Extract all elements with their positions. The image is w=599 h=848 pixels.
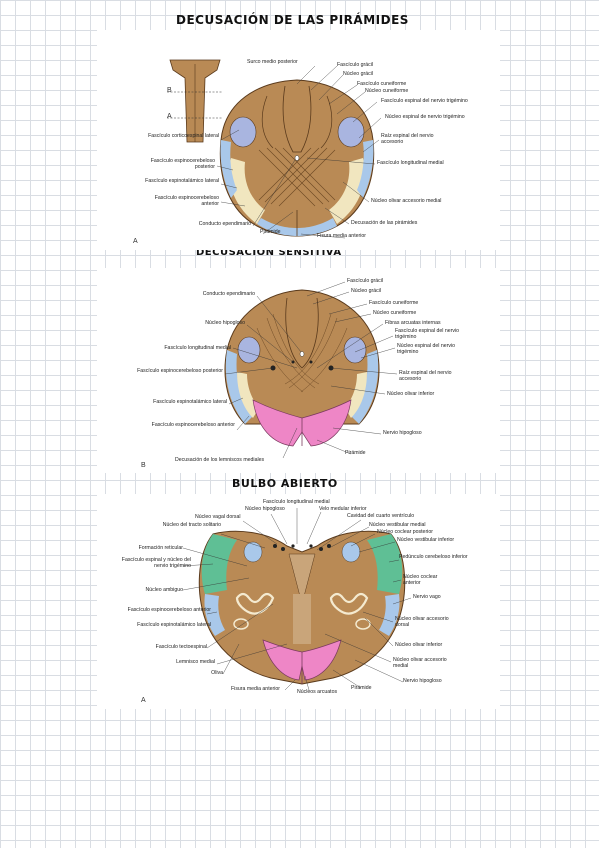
- label-fisura-media-anterior: Fisura media anterior: [317, 233, 367, 239]
- title-decusacion-sensitiva: DECUSACIÓN SENSITIVA: [196, 247, 342, 258]
- label-nucleo-vestibular-inferior: Núcleo vestibular inferior: [397, 537, 455, 543]
- label-fasciculo-espinotalamico-lateral-3: Fascículo espinotalámico lateral: [137, 622, 211, 628]
- label-fasciculo-espinotalamico-lateral: Fascículo espinotalámico lateral: [145, 178, 219, 184]
- label-fasciculo-gracil-2: Fascículo grácil: [347, 278, 384, 284]
- label-fasciculo-cuneiforme: Fascículo cuneiforme: [357, 81, 407, 87]
- label-nervio-hipogloso-3: Nervio hipogloso: [403, 678, 442, 684]
- label-nucleo-hipogloso-2: Núcleo hipogloso: [205, 320, 245, 326]
- label-fasciculo-longitudinal-medial-2: Fascículo longitudinal medial: [164, 345, 231, 351]
- label-nucleo-olivar-accesorio-medial: Núcleo olivar accesorio medial: [371, 198, 442, 204]
- label-nucleo-olivar-accesorio-dorsal: Núcleo olivar accesorio dorsal: [395, 616, 449, 628]
- label-nucleo-ambiguo: Núcleo ambiguo: [145, 587, 184, 593]
- leader-lines-2: [224, 281, 398, 459]
- label-fasciculo-corticoespinal-lateral: Fascículo corticoespinal lateral: [148, 133, 219, 139]
- label-nucleo-gracil: Núcleo grácil: [343, 71, 373, 77]
- leader-lines-1: [216, 65, 382, 239]
- medulla-section-diagram-1: [167, 59, 382, 239]
- label-fasciculo-espinotalamico-lateral-2: Fascículo espinotalámico lateral: [153, 399, 227, 405]
- label-nervio-vago: Nervio vago: [413, 594, 441, 600]
- label-pedunculo-cerebeloso-inferior: Pedúnculo cerebeloso inferior: [399, 554, 468, 560]
- label-conducto-ependimario: Conducto ependimario: [198, 221, 251, 227]
- label-nucleo-olivar-accesorio-medial-3: Núcleo olivar accesorio medial: [393, 657, 447, 669]
- label-decusacion-lemniscos-mediales: Decusación de los lemniscos mediales: [175, 457, 265, 463]
- label-formacion-reticular: Formación reticular: [138, 545, 183, 551]
- label-raiz-espinal-accesorio: Raíz espinal del nervio accesorio: [381, 133, 434, 145]
- label-piramide-2: Pirámide: [345, 450, 366, 456]
- label-fasciculo-espinal-nucleo-trigemino: Fascículo espinal y núcleo del nervio tr…: [121, 557, 191, 569]
- label-fasciculo-espinocerebeloso-anterior: Fascículo espinocerebeloso anterior: [154, 195, 219, 207]
- label-nucleo-espinal-trigemino-2: Núcleo espinal del nervio trigémino: [397, 343, 455, 355]
- label-nucleo-espinal-trigemino: Núcleo espinal de nervio trigémino: [385, 114, 465, 120]
- inset-letter-a: A: [167, 113, 172, 120]
- label-raiz-espinal-accesorio-2: Raíz espinal del nervio accesorio: [399, 370, 452, 382]
- label-fasciculo-espinocerebeloso-posterior-2: Fascículo espinocerebeloso posterior: [137, 368, 223, 374]
- label-fasciculo-espinal-trigemino: Fascículo espinal del nervio trigémino: [381, 98, 468, 104]
- label-fasciculo-gracil: Fascículo grácil: [337, 62, 374, 68]
- label-nucleo-cuneiforme: Núcleo cuneiforme: [365, 88, 409, 94]
- label-nervio-hipogloso-2: Nervio hipogloso: [383, 430, 422, 436]
- panel-letter-1: A: [133, 238, 138, 245]
- label-decusacion-piramides: Decusación de las pirámides: [351, 220, 418, 226]
- label-nucleo-coclear-posterior: Núcleo coclear posterior: [377, 529, 433, 535]
- medulla-section-diagram-2: [224, 281, 398, 459]
- medulla-section-diagram-3: [182, 508, 412, 691]
- label-nucleo-tracto-solitario: Núcleo del tracto solitario: [162, 522, 221, 528]
- label-oliva: Oliva: [211, 670, 223, 676]
- panel-letter-2: B: [141, 462, 146, 469]
- panel-letter-3: A: [141, 697, 146, 704]
- label-piramide-3: Pirámide: [351, 685, 372, 691]
- brainstem-inset: [167, 59, 223, 143]
- label-nucleo-gracil-2: Núcleo grácil: [351, 288, 381, 294]
- figure-panel-decusacion-sensitiva: Fascículo grácil Núcleo grácil Conducto …: [97, 268, 500, 473]
- figure-panel-decusacion-piramides: Surco medio posterior Fascículo grácil N…: [97, 30, 500, 250]
- label-fasciculo-espinocerebeloso-anterior-3: Fascículo espinocerebeloso anterior: [127, 607, 211, 613]
- label-nucleos-arcuatos: Núcleos arcuatos: [297, 689, 338, 695]
- title-decusacion-piramides: DECUSACIÓN DE LAS PIRÁMIDES: [176, 13, 409, 27]
- label-nucleo-olivar-inferior-2: Núcleo olivar inferior: [387, 391, 435, 397]
- label-cavidad-cuarto-ventriculo: Cavidad del cuarto ventrículo: [347, 513, 415, 519]
- label-fasciculo-tectoespinal: Fascículo tectoespinal: [155, 644, 207, 650]
- label-nucleo-vagal-dorsal: Núcleo vagal dorsal: [195, 514, 241, 520]
- label-fasciculo-longitudinal-medial: Fascículo longitudinal medial: [377, 160, 444, 166]
- medulla-cross-section-2: [224, 289, 380, 447]
- label-fibras-arcuatas-internas: Fibras arcuatas internas: [385, 320, 441, 326]
- label-fasciculo-espinal-trigemino-2: Fascículo espinal del nervio trigémino: [395, 328, 460, 340]
- label-fasciculo-cuneiforme-2: Fascículo cuneiforme: [369, 300, 419, 306]
- medulla-cross-section-1: [219, 79, 375, 237]
- label-lemnisco-medial: Lemnisco medial: [176, 659, 215, 665]
- label-nucleo-coclear-anterior: Núcleo coclear anterior: [403, 574, 438, 586]
- label-nucleo-vestibular-medial: Núcleo vestibular medial: [369, 522, 426, 528]
- label-piramide: Pirámide: [260, 229, 281, 235]
- label-fasciculo-espinocerebeloso-posterior: Fascículo espinocerebeloso posterior: [150, 158, 215, 170]
- figure-panel-bulbo-abierto: Fascículo longitudinal medial Núcleo hip…: [97, 494, 500, 709]
- label-fasciculo-longitudinal-medial-3: Fascículo longitudinal medial: [263, 499, 330, 505]
- label-nucleo-olivar-inferior-3: Núcleo olivar inferior: [395, 642, 443, 648]
- label-fisura-media-anterior-3: Fisura media anterior: [231, 686, 281, 692]
- leader-lines-3: [182, 508, 412, 691]
- inset-letter-b: B: [167, 87, 172, 94]
- label-nucleo-hipogloso-3: Núcleo hipogloso: [245, 506, 285, 512]
- label-fasciculo-espinocerebeloso-anterior-2: Fascículo espinocerebeloso anterior: [151, 422, 235, 428]
- label-conducto-ependimario-2: Conducto ependimario: [202, 291, 255, 297]
- title-bulbo-abierto: BULBO ABIERTO: [232, 477, 338, 490]
- label-nucleo-cuneiforme-2: Núcleo cuneiforme: [373, 310, 417, 316]
- label-velo-medular-inferior: Velo medular inferior: [319, 506, 367, 512]
- label-surco-medio-posterior: Surco medio posterior: [247, 59, 298, 65]
